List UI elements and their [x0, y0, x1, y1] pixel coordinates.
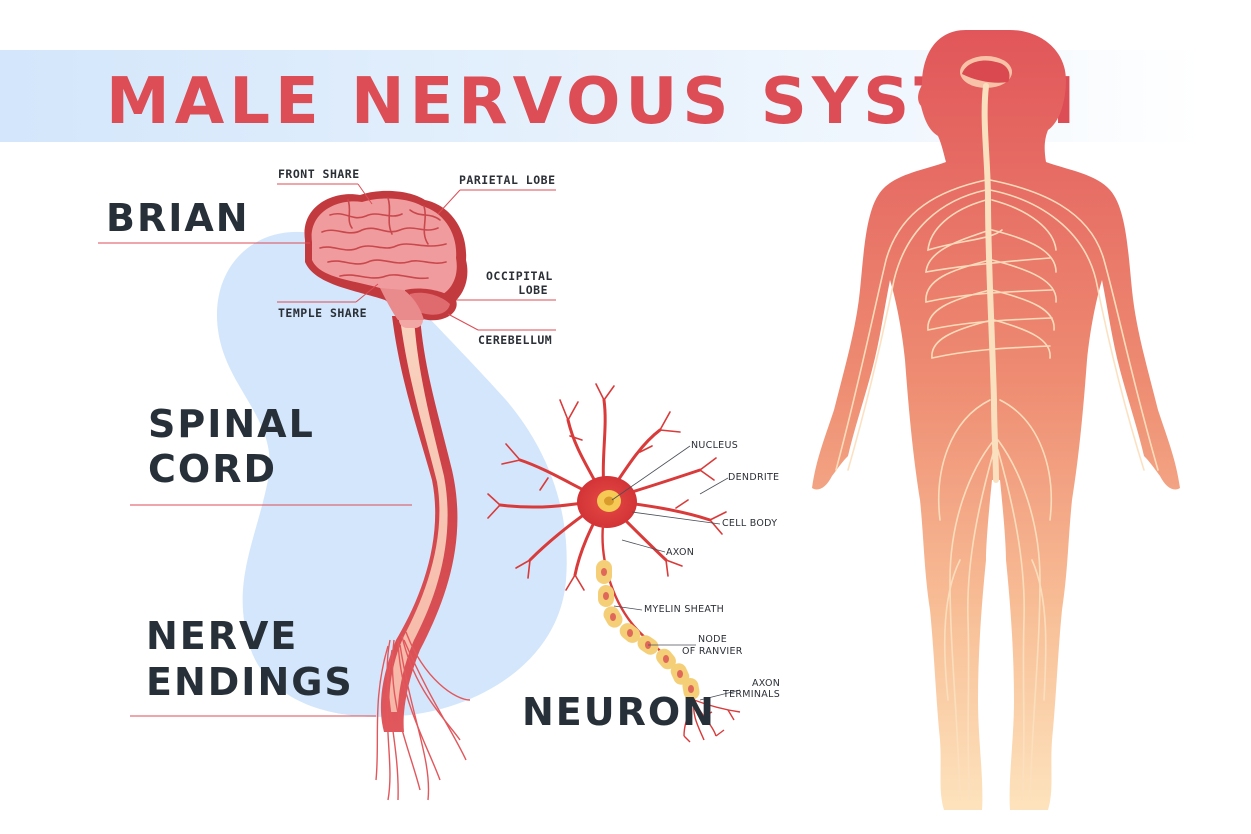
label-brain: BRIAN	[106, 196, 250, 240]
human-body	[812, 30, 1180, 810]
axon-terminals	[683, 699, 741, 743]
label-dendrite: DENDRITE	[728, 472, 780, 483]
label-axon-terminals-line1: AXON	[752, 678, 781, 689]
brain	[304, 190, 468, 321]
label-nerve-endings-line2: ENDINGS	[146, 660, 354, 704]
label-myelin-sheath: MYELIN SHEATH	[644, 604, 725, 615]
label-spinal-cord-line1: SPINAL	[148, 402, 315, 446]
label-cerebellum: CEREBELLUM	[478, 333, 553, 347]
label-cell-body: CELL BODY	[722, 518, 778, 529]
label-front-share: FRONT SHARE	[278, 167, 360, 181]
label-temple-share: TEMPLE SHARE	[278, 306, 368, 320]
label-occipital-lobe-line2: LOBE	[518, 283, 548, 297]
label-axon: AXON	[666, 547, 695, 558]
label-spinal-cord-line2: CORD	[148, 447, 277, 491]
label-parietal-lobe: PARIETAL LOBE	[459, 173, 556, 187]
neuron	[487, 383, 741, 743]
label-axon-terminals-line2: TERMINALS	[723, 689, 781, 700]
label-node-of-ranvier-line2: OF RANVIER	[682, 646, 743, 657]
spinal-cord	[375, 308, 471, 801]
label-nucleus: NUCLEUS	[691, 440, 739, 451]
label-nerve-endings-line1: NERVE	[146, 614, 299, 658]
myelin-sheath	[596, 560, 700, 700]
brain-leader-lines	[98, 183, 556, 717]
label-node-of-ranvier-line1: NODE	[698, 634, 728, 645]
label-neuron: NEURON	[522, 690, 716, 734]
main-title: MALE NERVOUS SYSTEM	[106, 65, 1081, 139]
background-blob	[216, 231, 567, 717]
label-occipital-lobe-line1: OCCIPITAL	[486, 269, 553, 283]
